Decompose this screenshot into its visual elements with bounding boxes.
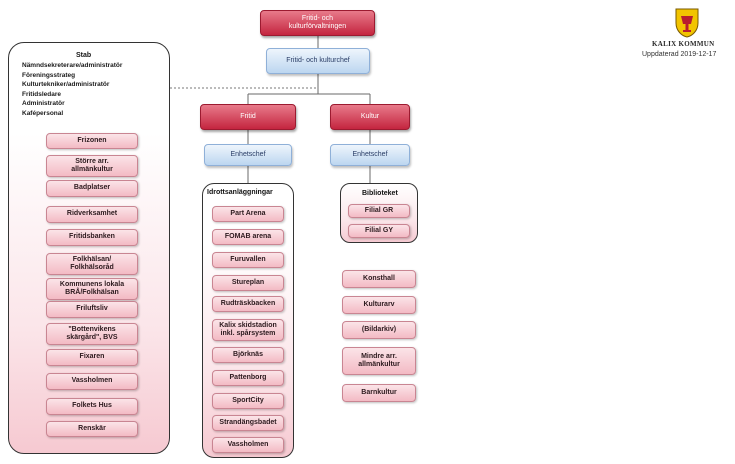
idrott-unit-label: SportCity	[232, 396, 264, 404]
idrott-unit: FOMAB arena	[212, 229, 284, 245]
idrott-unit-label: Pattenborg	[229, 373, 267, 381]
stab-unit: Fixaren	[46, 349, 138, 366]
kultur-enhetschef-box: Enhetschef	[330, 144, 410, 166]
idrott-unit-label: FOMAB arena	[224, 232, 272, 240]
bibliotek-unit: Filial GR	[348, 204, 410, 218]
stab-role: Fritidsledare	[22, 90, 62, 98]
stab-unit: Folkets Hus	[46, 398, 138, 415]
stab-title: Stab	[76, 52, 92, 59]
kultur-unit: Mindre arr. allmänkultur	[342, 347, 416, 375]
stab-unit-label: Fritidsbanken	[69, 233, 115, 241]
kultur-unit-label: Kulturarv	[363, 300, 395, 308]
kultur-box: Kultur	[330, 104, 410, 130]
idrott-unit: Part Arena	[212, 206, 284, 222]
stab-unit-label: Större arr. allmänkultur	[71, 157, 113, 173]
stab-unit-label: Renskär	[78, 424, 106, 432]
kultur-unit-label: (Bildarkiv)	[361, 325, 397, 333]
kultur-unit: Konsthall	[342, 270, 416, 288]
stab-unit: "Bottenvikens skärgård", BVS	[46, 323, 138, 345]
kultur-unit-label: Konsthall	[363, 274, 395, 282]
top-org-label: Fritid- och kulturförvaltningen	[288, 14, 347, 30]
bibliotek-unit-label: Filial GY	[364, 226, 393, 234]
kultur-unit: Kulturarv	[342, 296, 416, 314]
idrott-unit: Pattenborg	[212, 370, 284, 386]
idrott-unit: Björknäs	[212, 347, 284, 363]
idrott-unit-label: Vassholmen	[227, 440, 269, 448]
chief-label: Fritid- och kulturchef	[286, 56, 350, 64]
bibliotek-unit-label: Filial GR	[364, 206, 394, 214]
idrott-unit: Vassholmen	[212, 437, 284, 453]
idrott-unit: Strandängsbadet	[212, 415, 284, 431]
idrott-unit-label: Rudträskbacken	[220, 299, 276, 307]
stab-unit-label: Fixaren	[79, 353, 105, 361]
idrott-unit-label: Part Arena	[230, 209, 266, 217]
stab-unit: Badplatser	[46, 180, 138, 197]
stab-role: Kulturtekniker/administratör	[22, 81, 110, 89]
stab-unit-label: Frizonen	[77, 136, 107, 144]
stab-unit: Fritidsbanken	[46, 229, 138, 246]
idrott-unit-label: Furuvallen	[230, 255, 266, 263]
idrott-unit-label: Stureplan	[231, 278, 265, 286]
idrott-unit: Rudträskbacken	[212, 296, 284, 312]
chief-box: Fritid- och kulturchef	[266, 48, 370, 74]
stab-unit: Renskär	[46, 421, 138, 437]
stab-role: Kafépersonal	[22, 110, 64, 117]
stab-unit: Vassholmen	[46, 373, 138, 390]
kultur-enhetschef-label: Enhetschef	[352, 150, 388, 158]
updated-date: Uppdaterad 2019-12-17	[642, 51, 717, 58]
idrott-unit: Kalix skidstadion inkl. spårsystem	[212, 319, 284, 341]
kultur-unit-label: Mindre arr. allmänkultur	[358, 352, 400, 368]
stab-unit-label: Kommunens lokala BRÅ/Folkhälsan	[59, 280, 125, 296]
stab-unit: Ridverksamhet	[46, 206, 138, 223]
stab-role: Föreningsstrateg	[22, 71, 76, 79]
bibliotek-title: Biblioteket	[362, 190, 398, 197]
fritid-label: Fritid	[240, 112, 256, 120]
stab-unit: Kommunens lokala BRÅ/Folkhälsan	[46, 278, 138, 300]
bibliotek-unit: Filial GY	[348, 224, 410, 238]
kultur-unit-label: Barnkultur	[361, 388, 397, 396]
stab-unit-label: "Bottenvikens skärgård", BVS	[66, 325, 118, 341]
stab-role: Administratör	[22, 100, 65, 108]
kalix-coat-of-arms-icon	[675, 8, 699, 38]
idrott-unit: SportCity	[212, 393, 284, 409]
stab-unit: Större arr. allmänkultur	[46, 155, 138, 177]
stab-unit-label: Vassholmen	[71, 377, 113, 385]
kultur-label: Kultur	[360, 112, 380, 120]
idrott-unit: Stureplan	[212, 275, 284, 291]
stab-unit-label: Badplatser	[73, 184, 111, 192]
idrott-title: Idrottsanläggningar	[207, 189, 273, 196]
stab-unit: Frizonen	[46, 133, 138, 149]
stab-unit: Folkhälsan/ Folkhälsoråd	[46, 253, 138, 275]
idrott-unit-label: Strandängsbadet	[219, 418, 277, 426]
kultur-unit: (Bildarkiv)	[342, 321, 416, 339]
kultur-unit: Barnkultur	[342, 384, 416, 402]
fritid-enhetschef-box: Enhetschef	[204, 144, 292, 166]
idrott-unit: Furuvallen	[212, 252, 284, 268]
idrott-unit-label: Björknäs	[233, 350, 263, 358]
stab-unit: Friluftsliv	[46, 301, 138, 318]
fritid-enhetschef-label: Enhetschef	[230, 150, 266, 158]
stab-role: Nämndsekreterare/administratör	[22, 62, 123, 69]
idrott-unit-label: Kalix skidstadion inkl. spårsystem	[219, 321, 277, 337]
stab-unit-label: Folkets Hus	[72, 402, 112, 410]
stab-unit-label: Friluftsliv	[76, 305, 108, 313]
org-name: KALIX KOMMUN	[652, 40, 715, 48]
top-org-box: Fritid- och kulturförvaltningen	[260, 10, 375, 36]
stab-unit-label: Ridverksamhet	[66, 210, 118, 218]
stab-unit-label: Folkhälsan/ Folkhälsoråd	[70, 255, 114, 271]
fritid-box: Fritid	[200, 104, 296, 130]
